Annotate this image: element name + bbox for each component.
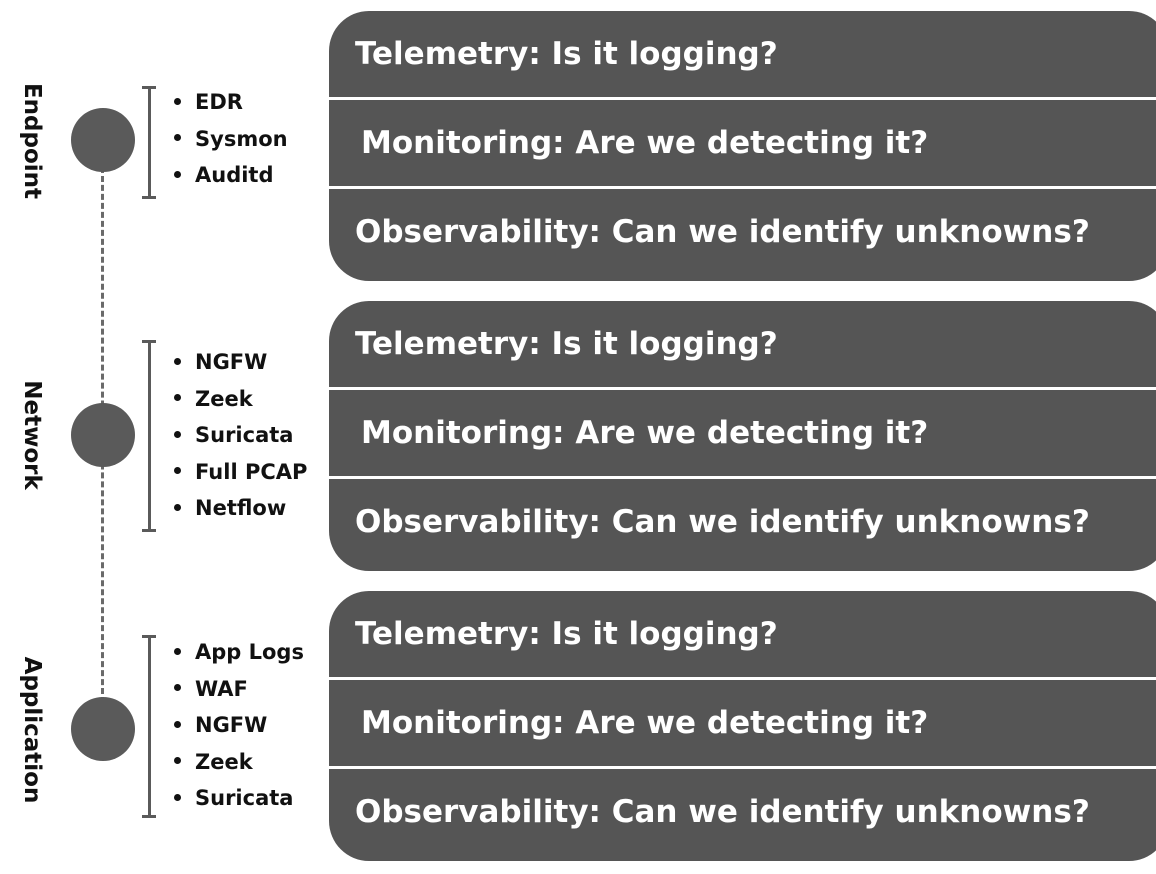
bullet-icon [174, 394, 181, 401]
section-label-endpoint: Endpoint [19, 82, 45, 200]
question-panel-network: Telemetry: Is it logging? Monitoring: Ar… [329, 301, 1156, 571]
panel-row-monitoring: Monitoring: Are we detecting it? [329, 100, 1156, 189]
bullet-icon [174, 357, 181, 365]
tool-label: Full PCAP [195, 459, 308, 484]
tool-label: Netflow [195, 496, 287, 520]
list-item: NGFW [174, 707, 304, 744]
bullet-icon [174, 793, 181, 801]
list-item: Full PCAP [174, 454, 307, 491]
tool-label: Sysmon [195, 126, 288, 151]
tool-label: Suricata [195, 423, 294, 447]
row-text: Monitoring: Are we detecting it? [361, 415, 929, 451]
panel-row-telemetry: Telemetry: Is it logging? [329, 11, 1156, 100]
list-item: WAF [174, 671, 304, 708]
bullet-icon [174, 684, 181, 691]
tool-label: App Logs [195, 640, 304, 664]
row-text: Monitoring: Are we detecting it? [361, 125, 929, 161]
row-text: Telemetry: Is it logging? [355, 36, 778, 72]
tool-label: Zeek [195, 386, 253, 411]
list-item: NGFW [174, 344, 307, 381]
row-text: Observability: Can we identify unknowns? [355, 504, 1090, 540]
bullet-icon [174, 170, 181, 178]
bullet-icon [174, 467, 181, 474]
tools-list-network: NGFW Zeek Suricata Full PCAP Netflow [174, 344, 307, 527]
list-item: Zeek [174, 744, 304, 781]
list-item: Auditd [174, 157, 288, 194]
panel-row-observability: Observability: Can we identify unknowns? [329, 769, 1156, 855]
bullet-icon [174, 430, 181, 438]
question-panel-endpoint: Telemetry: Is it logging? Monitoring: Ar… [329, 11, 1156, 281]
question-panel-application: Telemetry: Is it logging? Monitoring: Ar… [329, 591, 1156, 861]
timeline-node-network [71, 403, 135, 467]
panel-row-observability: Observability: Can we identify unknowns? [329, 479, 1156, 565]
bullet-icon [174, 134, 181, 141]
tool-label: Suricata [195, 786, 294, 810]
tool-label: Auditd [195, 163, 274, 187]
list-item: Suricata [174, 780, 304, 817]
panel-row-monitoring: Monitoring: Are we detecting it? [329, 680, 1156, 769]
bullet-icon [174, 503, 181, 511]
panel-row-telemetry: Telemetry: Is it logging? [329, 591, 1156, 680]
tools-list-endpoint: EDR Sysmon Auditd [174, 84, 288, 194]
timeline-node-endpoint [71, 108, 135, 172]
row-text: Telemetry: Is it logging? [355, 326, 778, 362]
section-label-network: Network [19, 380, 45, 490]
tools-bracket-network [142, 340, 156, 532]
panel-row-telemetry: Telemetry: Is it logging? [329, 301, 1156, 390]
list-item: Netflow [174, 490, 307, 527]
tools-list-application: App Logs WAF NGFW Zeek Suricata [174, 634, 304, 817]
tool-label: EDR [195, 90, 243, 114]
section-label-application: Application [19, 656, 45, 804]
tool-label: Zeek [195, 749, 253, 774]
list-item: EDR [174, 84, 288, 121]
list-item: Suricata [174, 417, 307, 454]
tool-label: NGFW [195, 713, 268, 737]
bullet-icon [174, 647, 181, 655]
tools-bracket-endpoint [142, 86, 156, 199]
list-item: Sysmon [174, 121, 288, 158]
tool-label: NGFW [195, 350, 268, 374]
bullet-icon [174, 757, 181, 764]
row-text: Telemetry: Is it logging? [355, 616, 778, 652]
tools-bracket-application [142, 635, 156, 818]
bullet-icon [174, 97, 181, 105]
panel-row-monitoring: Monitoring: Are we detecting it? [329, 390, 1156, 479]
list-item: App Logs [174, 634, 304, 671]
list-item: Zeek [174, 381, 307, 418]
timeline-node-application [71, 697, 135, 761]
panel-row-observability: Observability: Can we identify unknowns? [329, 189, 1156, 275]
bullet-icon [174, 720, 181, 728]
row-text: Monitoring: Are we detecting it? [361, 705, 929, 741]
row-text: Observability: Can we identify unknowns? [355, 214, 1090, 250]
row-text: Observability: Can we identify unknowns? [355, 794, 1090, 830]
tool-label: WAF [195, 676, 248, 701]
